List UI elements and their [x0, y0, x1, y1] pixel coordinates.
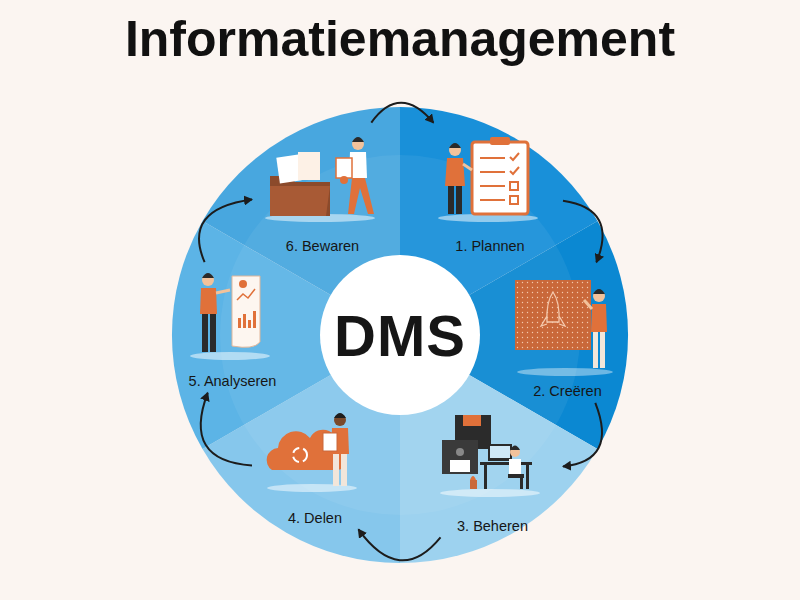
sharing-figure — [267, 413, 357, 492]
step-label: 4. Delen — [288, 509, 342, 527]
step-label: 2. Creëren — [533, 382, 602, 400]
analysing-figure — [190, 273, 270, 360]
cycle-arrow — [563, 403, 602, 467]
cycle-step: 5. Analyseren — [175, 265, 290, 390]
step-label: 5. Analyseren — [189, 372, 277, 390]
step-label: 6. Bewaren — [286, 237, 359, 255]
cycle-step: 2. Creëren — [505, 265, 630, 400]
cycle-arrow — [358, 529, 440, 560]
cycle-arrow — [371, 103, 433, 123]
cycle-sectors — [172, 107, 628, 563]
cycle-arrow — [201, 393, 252, 466]
cycle-step: 6. Bewaren — [255, 125, 390, 255]
planning-figure — [438, 137, 538, 222]
step-label: 3. Beheren — [457, 517, 528, 535]
diagram-title: Informatiemanagement — [0, 10, 800, 68]
managing-figure — [440, 415, 540, 497]
step-label: 1. Plannen — [455, 237, 524, 255]
cycle-step: 4. Delen — [255, 412, 375, 527]
center-circle: DMS — [320, 255, 480, 415]
creating-figure — [515, 280, 613, 376]
cycle-step: 3. Beheren — [425, 412, 560, 535]
center-label: DMS — [334, 302, 466, 369]
storing-figure — [265, 137, 375, 222]
cycle-arrow — [563, 201, 603, 262]
cycle-arrow — [199, 200, 252, 263]
cycle-step: 1. Plannen — [420, 125, 560, 255]
